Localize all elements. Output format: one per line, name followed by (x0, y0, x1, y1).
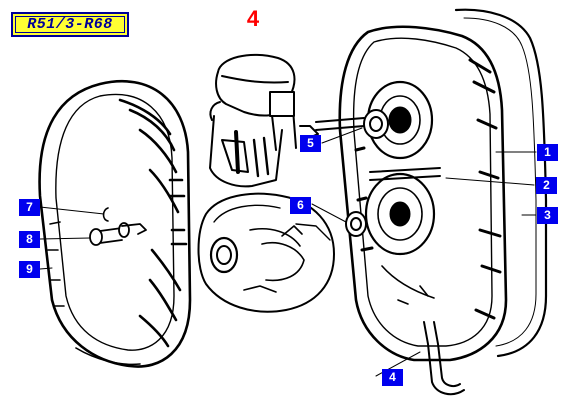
callout-5: 5 (300, 135, 321, 152)
figure-number: 4 (246, 6, 260, 31)
callout-4: 4 (382, 369, 403, 386)
circlip-part (102, 207, 109, 222)
model-badge: R51/3-R68 (11, 12, 129, 37)
oil-seal-part (345, 211, 367, 237)
callout-1: 1 (537, 144, 558, 161)
callout-2: 2 (536, 177, 557, 194)
timing-case (338, 8, 548, 362)
front-cover (38, 79, 192, 368)
callout-3: 3 (537, 207, 558, 224)
generator (197, 192, 335, 313)
callout-9: 9 (19, 261, 40, 278)
screw-part (89, 222, 147, 246)
callout-8: 8 (19, 231, 40, 248)
callout-7: 7 (19, 199, 40, 216)
ignition-coil (209, 53, 319, 188)
shaft-part (315, 109, 441, 181)
lever-part (423, 321, 465, 396)
callout-6: 6 (290, 197, 311, 214)
leader-lines (39, 127, 537, 377)
